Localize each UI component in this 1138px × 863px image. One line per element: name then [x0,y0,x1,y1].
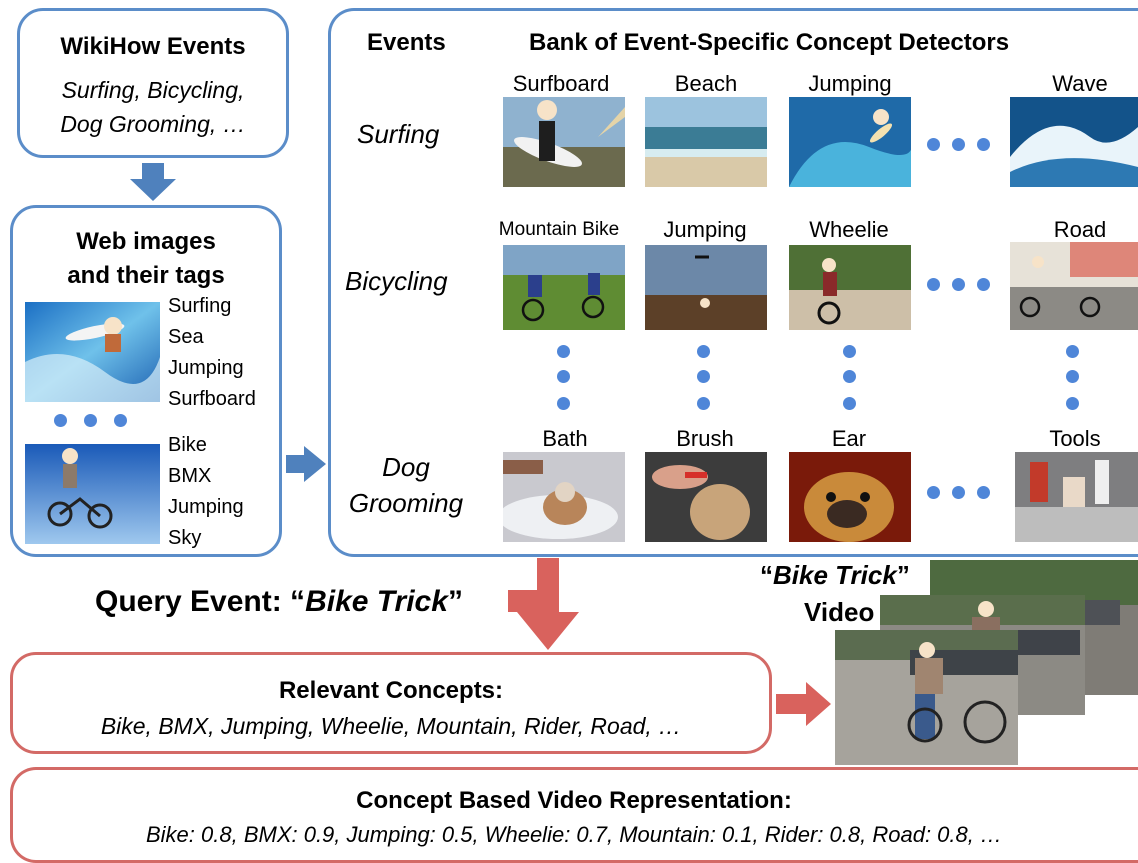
concept-image-tools [1015,452,1138,542]
concept-label: Brush [676,426,734,451]
events-header: Events [367,29,446,56]
wikihow-events-box: WikiHow Events Surfing, Bicycling, Dog G… [17,8,289,158]
concept-label: Wheelie [809,217,889,242]
concept-label: Road [1053,217,1107,242]
relevant-concepts-list: Bike, BMX, Jumping, Wheelie, Mountain, R… [100,713,682,739]
web-image-surfing [25,302,160,402]
web-tag: BMX [168,465,212,487]
query-connector-icon [508,590,542,612]
relevant-concepts-box: Relevant Concepts: Bike, BMX, Jumping, W… [10,652,772,754]
concept-image-road [1010,242,1138,330]
web-tag: Sea [168,326,204,348]
concept-image-brush [645,452,767,542]
concept-image-bath [503,452,625,542]
query-event-prefix: Query Event: “ [95,585,306,618]
concept-label: Jumping [663,217,747,242]
concept-image-mountain-bike [503,245,625,330]
web-images-title-line1: Web images [76,228,216,255]
concept-label: Ear [831,426,867,451]
event-label-dog-grooming-line2: Grooming [348,488,464,518]
web-tag: Surfboard [168,388,256,410]
concept-label: Beach [674,71,738,96]
down-arrow-icon [130,163,176,201]
concept-label: Mountain Bike [498,219,620,240]
concept-label: Surfboard [512,71,610,96]
concept-label: Jumping [808,71,892,96]
video-frame-1 [835,630,1018,765]
query-event-name: Bike Trick [305,585,448,618]
event-label-dog-grooming-line1: Dog [382,452,430,482]
web-tag: Surfing [168,295,232,317]
concept-image-jumping-bike [645,245,767,330]
wikihow-events-list-line1: Surfing, Bicycling, [61,77,245,103]
web-tag: Jumping [168,496,244,518]
red-right-arrow-icon [776,682,831,726]
query-event-label: Query Event: “Bike Trick” [95,585,463,619]
concept-label: Tools [1049,426,1101,451]
web-image-bmx [25,444,160,544]
concept-label: Wave [1052,71,1108,96]
event-label-surfing: Surfing [357,119,440,149]
relevant-concepts-title: Relevant Concepts: [278,677,504,704]
video-title-line1: “Bike Trick” [760,560,910,590]
concept-label: Bath [542,426,588,451]
concept-image-surfboard [503,97,625,187]
concept-image-wave [1010,97,1138,187]
concept-image-beach [645,97,767,187]
event-label-bicycling: Bicycling [345,266,448,296]
video-title-line2: Video [804,597,875,627]
web-images-title-line2: and their tags [67,262,225,289]
web-tag: Sky [168,527,202,549]
bank-title: Bank of Event-Specific Concept Detectors [529,29,1010,56]
red-down-arrow-icon [517,558,579,650]
concept-image-ear [789,452,911,542]
video-representation-title: Concept Based Video Representation: [356,787,792,814]
right-arrow-icon [286,446,326,482]
concept-image-wheelie [789,245,911,330]
web-tag: Bike [168,434,207,456]
web-tag: Jumping [168,357,244,379]
wikihow-events-list-line2: Dog Grooming, … [60,111,246,137]
video-representation-values: Bike: 0.8, BMX: 0.9, Jumping: 0.5, Wheel… [145,822,1002,847]
query-event-suffix: ” [447,585,463,618]
concept-image-jumping-surf [789,97,911,187]
video-event-name: Bike Trick [773,560,897,590]
wikihow-events-title: WikiHow Events [60,33,246,60]
video-representation-box [10,767,1138,863]
